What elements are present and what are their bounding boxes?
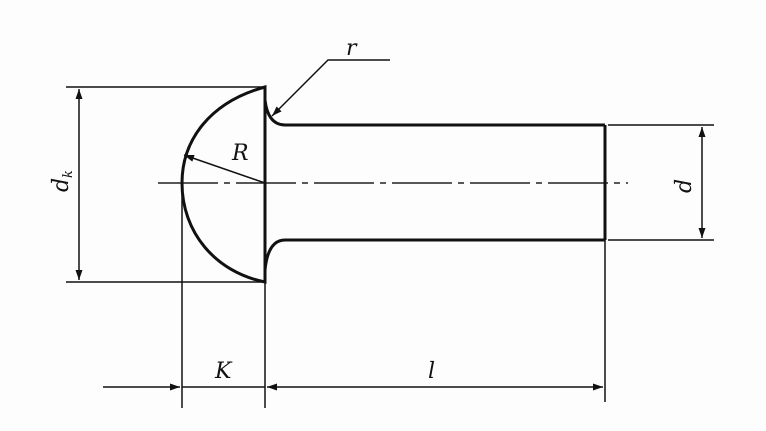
rivet-head-outline [180, 85, 267, 284]
label-shank-diameter: d [672, 179, 697, 193]
label-fillet-r: r [346, 36, 358, 61]
label-head-diameter: d k [49, 170, 76, 192]
label-head-height-K: K [214, 359, 233, 384]
r-radius-leader [183, 154, 266, 184]
label-dk-sub: k [61, 170, 76, 178]
label-dk-main: d [49, 178, 74, 192]
shank-top-edge [263, 99, 605, 127]
r-fillet-leader [271, 59, 390, 117]
shank-bottom-edge [263, 238, 605, 271]
label-length-l: l [428, 359, 435, 384]
label-d: d [672, 179, 697, 193]
label-head-radius-R: R [231, 141, 249, 166]
